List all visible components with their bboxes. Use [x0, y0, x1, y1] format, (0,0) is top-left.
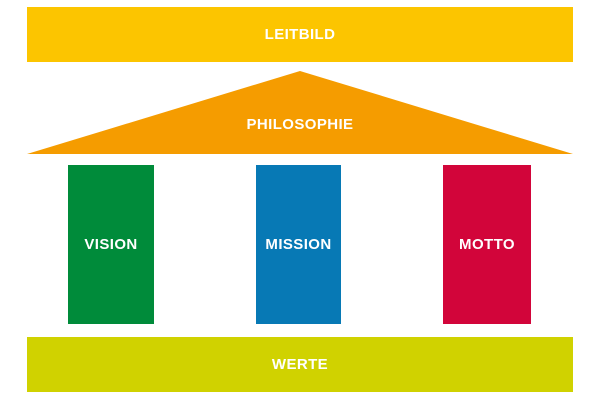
leitbild-bar: LEITBILD — [27, 7, 573, 62]
werte-bar: WERTE — [27, 337, 573, 392]
roof-triangle-shape — [27, 71, 573, 154]
pillar-vision: VISION — [68, 165, 154, 324]
leitbild-label: LEITBILD — [264, 26, 336, 43]
werte-label: WERTE — [271, 356, 329, 373]
pillar-motto: MOTTO — [443, 165, 531, 324]
philosophie-label: PHILOSOPHIE — [246, 116, 354, 133]
philosophie-roof — [27, 71, 573, 154]
vision-label: VISION — [84, 236, 138, 253]
mission-label: MISSION — [265, 236, 332, 253]
motto-label: MOTTO — [459, 236, 515, 253]
pillar-mission: MISSION — [256, 165, 341, 324]
